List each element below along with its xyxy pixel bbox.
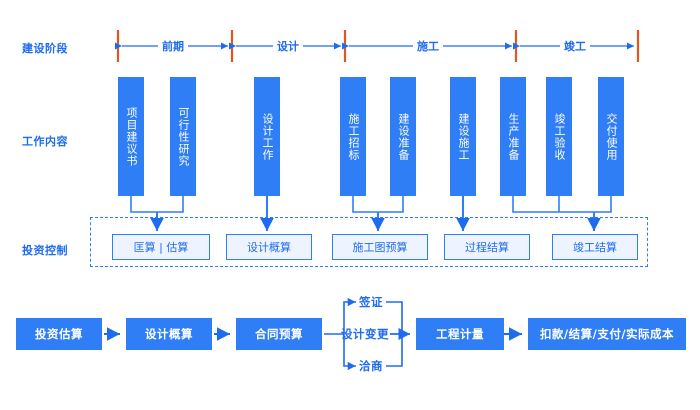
investment-box-process-settlement[interactable]: 过程结算: [444, 234, 530, 260]
work-box-construction-execution[interactable]: 建设施工: [450, 77, 476, 196]
phase-label-1: 前期: [158, 38, 188, 54]
investment-box-rough-estimate[interactable]: 匡算 | 估算: [112, 234, 210, 260]
investment-control-dashed-band: [90, 217, 648, 267]
flow-text-design-change[interactable]: 设计变更: [341, 327, 389, 341]
flow-box-engineering-measurement[interactable]: 工程计量: [416, 318, 504, 350]
flow-text-visa[interactable]: 签证: [359, 295, 383, 309]
phase-label-3: 施工: [413, 38, 443, 54]
work-box-delivery-use[interactable]: 交付使用: [598, 77, 624, 196]
row-label-investment: 投资控制: [22, 244, 68, 257]
phase-label-4: 竣工: [560, 38, 590, 54]
work-box-design-work[interactable]: 设计工作: [254, 77, 280, 196]
work-box-feasibility-study[interactable]: 可行性研究: [170, 77, 196, 196]
work-box-construction-bidding[interactable]: 施工招标: [340, 77, 366, 196]
flow-text-negotiation[interactable]: 洽商: [359, 359, 383, 373]
phase-label-2: 设计: [273, 38, 303, 54]
work-box-production-preparation[interactable]: 生产准备: [500, 77, 526, 196]
flow-box-design-budget[interactable]: 设计概算: [126, 318, 212, 350]
investment-box-design-budget[interactable]: 设计概算: [226, 234, 312, 260]
flow-box-deduction-settlement-payment-actual-cost[interactable]: 扣款/结算/支付/实际成本: [528, 318, 686, 350]
investment-box-construction-drawing-budget[interactable]: 施工图预算: [332, 234, 428, 260]
work-box-project-proposal[interactable]: 项目建议书: [118, 77, 144, 196]
investment-box-completion-settlement[interactable]: 竣工结算: [552, 234, 638, 260]
work-box-completion-acceptance[interactable]: 竣工验收: [546, 77, 572, 196]
work-box-construction-preparation[interactable]: 建设准备: [390, 77, 416, 196]
row-label-work: 工作内容: [22, 135, 68, 148]
flow-box-contract-budget[interactable]: 合同预算: [236, 318, 322, 350]
row-label-stage: 建设阶段: [22, 42, 68, 55]
flow-box-investment-estimate[interactable]: 投资估算: [16, 318, 102, 350]
